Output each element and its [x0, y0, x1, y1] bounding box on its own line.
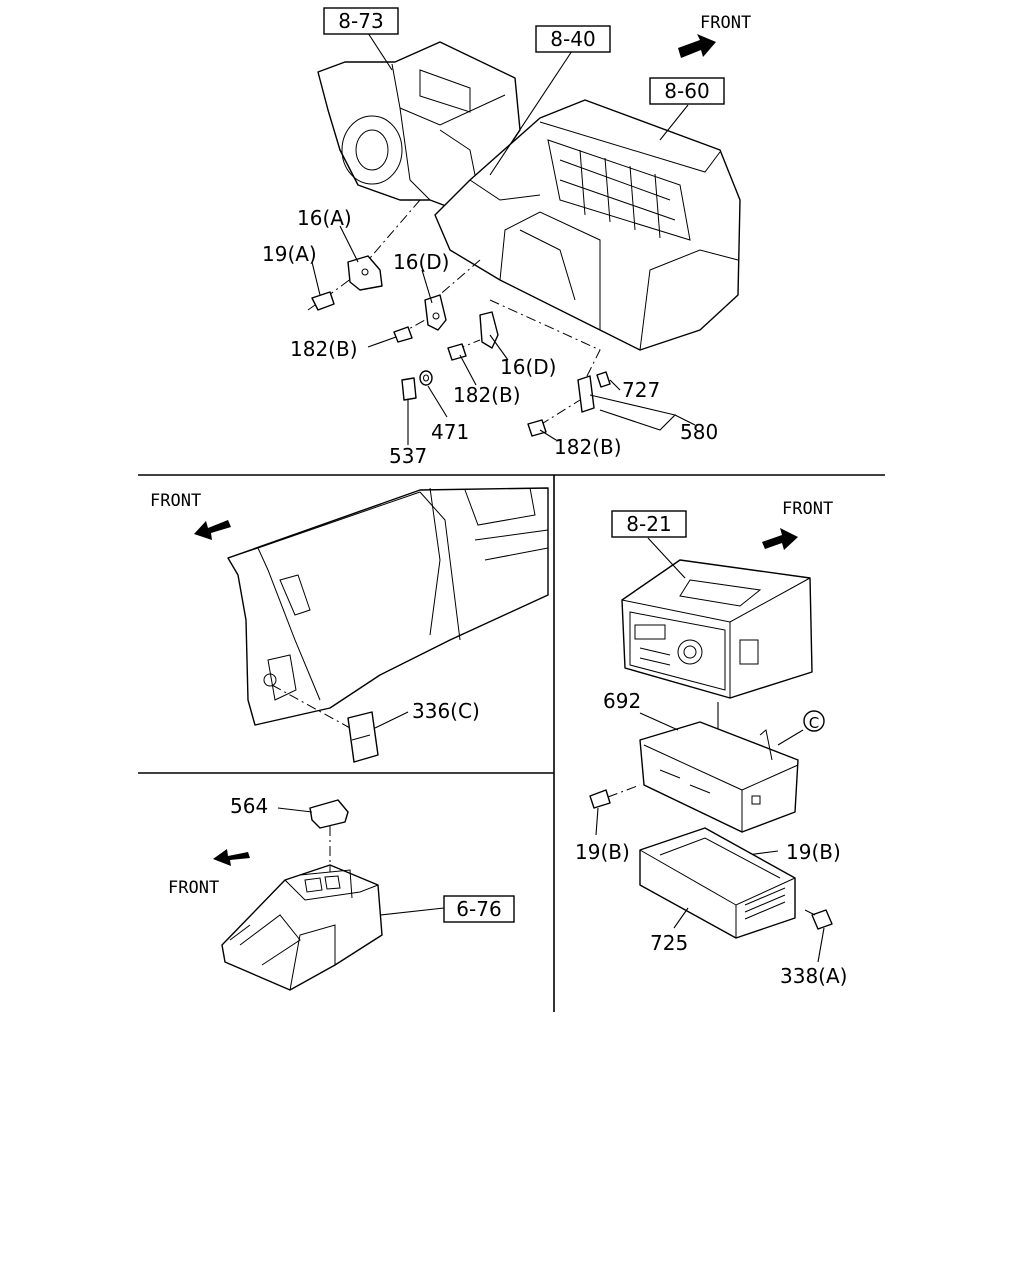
pocket-725 [639, 827, 796, 939]
label-19b-left: 19(B) [575, 840, 630, 864]
screw-338a [804, 909, 833, 930]
leader-16a [339, 225, 359, 263]
front-label-right: FRONT [782, 499, 833, 519]
label-182b-1: 182(B) [290, 337, 358, 361]
front-arrow-top [678, 34, 716, 58]
front-arrow-right [762, 528, 798, 550]
leader-840 [489, 50, 573, 176]
dash-top-3 [489, 299, 601, 381]
clip-564 [309, 799, 349, 829]
front-label-top: FRONT [700, 13, 751, 33]
label-564: 564 [230, 794, 268, 818]
screw-182b-2 [447, 343, 467, 361]
ref-873: 8-73 [338, 9, 383, 33]
bracket-16a [347, 255, 383, 291]
dash-top-2 [435, 259, 481, 299]
label-19a: 19(A) [262, 242, 317, 266]
pad-727 [596, 371, 611, 388]
leader-16d-1 [421, 269, 433, 304]
leader-19a [311, 261, 321, 296]
label-16d-2: 16(D) [500, 355, 556, 379]
leader-182b-1 [367, 336, 397, 348]
leader-580-b [674, 414, 696, 426]
leader-336c [374, 711, 409, 729]
screw-19b-left [589, 789, 611, 809]
ref-box-873 [323, 7, 399, 35]
leader-471 [427, 385, 448, 418]
dash-top-1 [369, 199, 421, 259]
leader-873 [367, 32, 393, 71]
label-537: 537 [389, 444, 427, 468]
ref-box-840 [535, 25, 611, 53]
front-label-left: FRONT [150, 491, 201, 511]
label-336c: 336(C) [412, 699, 480, 723]
label-727: 727 [622, 378, 660, 402]
ref-box-821 [611, 510, 687, 538]
label-16d-1: 16(D) [393, 250, 449, 274]
ref-821: 8-21 [626, 512, 671, 536]
ref-676: 6-76 [456, 897, 501, 921]
label-182b-2: 182(B) [453, 383, 521, 407]
label-580: 580 [680, 420, 718, 444]
washer-471 [419, 370, 433, 386]
label-471: 471 [431, 420, 469, 444]
leader-860 [659, 104, 689, 141]
dashboard-panel [227, 487, 549, 726]
leader-821 [647, 537, 686, 579]
leader-338a [817, 927, 825, 963]
label-725: 725 [650, 931, 688, 955]
center-console [221, 864, 383, 991]
mounting-bracket-692 [639, 721, 799, 833]
hvac-heater-unit [434, 99, 741, 351]
label-182b-3: 182(B) [554, 435, 622, 459]
circle-c-marker [803, 710, 825, 732]
audio-unit [621, 559, 813, 699]
leader-725 [673, 907, 689, 929]
screw-182b-3 [527, 419, 547, 437]
ref-840: 8-40 [550, 27, 595, 51]
bracket-580 [577, 375, 595, 413]
bracket-16d-1 [424, 294, 447, 331]
screw-19a [307, 291, 335, 311]
label-circle-c: C [809, 714, 819, 732]
ref-860: 8-60 [664, 79, 709, 103]
bracket-336c [347, 711, 379, 763]
leader-19b-left [595, 807, 599, 836]
clip-537 [401, 377, 417, 401]
label-16a: 16(A) [297, 206, 352, 230]
leader-16d-2 [489, 334, 509, 361]
leader-727 [609, 379, 621, 391]
ref-box-676 [443, 895, 515, 923]
leader-182b-3 [539, 429, 557, 441]
leader-circle-c [777, 729, 804, 746]
label-338a: 338(A) [780, 964, 847, 988]
front-arrow-bottom [213, 849, 250, 866]
label-692: 692 [603, 689, 641, 713]
leader-692 [639, 712, 679, 731]
dash-top-7 [539, 399, 581, 426]
leader-564 [277, 807, 313, 813]
leader-182b-2 [459, 354, 477, 386]
front-arrow-left [194, 520, 231, 540]
label-19b-right: 19(B) [786, 840, 841, 864]
dash-left-1 [271, 684, 351, 729]
screw-182b-1 [393, 326, 413, 343]
front-label-bottom: FRONT [168, 878, 219, 898]
dash-19b-left [607, 784, 641, 798]
leader-676 [379, 907, 445, 916]
leader-580 [589, 394, 677, 431]
ref-box-860 [649, 77, 725, 105]
